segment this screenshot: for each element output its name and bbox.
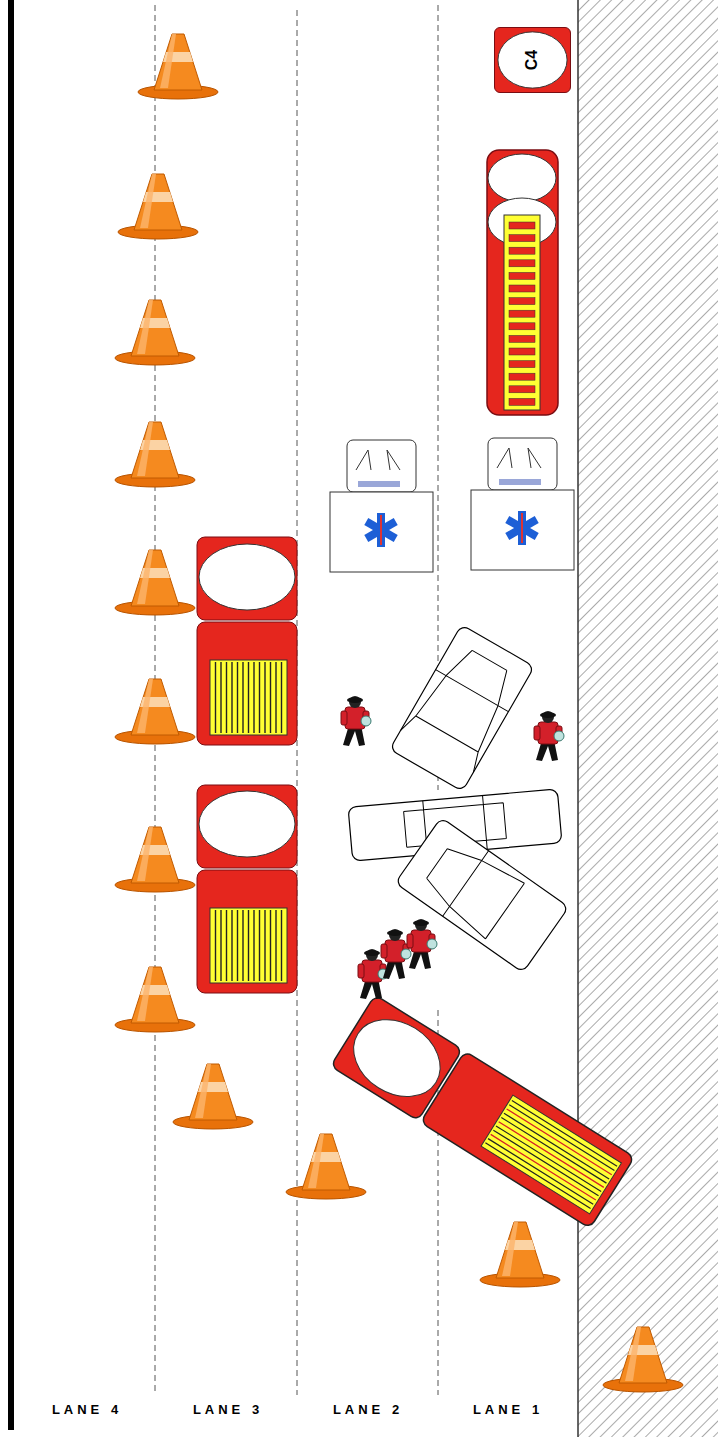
command-vehicle: C4 (494, 27, 571, 93)
firefighter (534, 711, 564, 761)
crashed-car (390, 625, 535, 792)
ladder-truck (487, 150, 558, 415)
lane-label: LANE 3 (193, 1402, 263, 1417)
lane-label: LANE 2 (333, 1402, 403, 1417)
fire-engine (197, 537, 297, 745)
traffic-cone (115, 967, 195, 1032)
traffic-cone (286, 1134, 366, 1199)
fire-engine (197, 785, 297, 993)
firefighter (407, 919, 437, 969)
firefighter (341, 696, 371, 746)
traffic-cone (115, 422, 195, 487)
traffic-cone (115, 827, 195, 892)
traffic-cone (603, 1327, 683, 1392)
traffic-cone (115, 679, 195, 744)
shoulder-hatching (578, 0, 718, 1437)
traffic-cone (118, 174, 198, 239)
ambulance (471, 438, 574, 570)
traffic-cone (115, 300, 195, 365)
lane-label: LANE 4 (52, 1402, 122, 1417)
fire-engine (331, 995, 635, 1228)
traffic-cone (115, 550, 195, 615)
ambulance (330, 440, 433, 572)
unit-id: C4 (523, 50, 541, 70)
lane-label: LANE 1 (473, 1402, 543, 1417)
traffic-cone (173, 1064, 253, 1129)
traffic-cone (138, 34, 218, 99)
median-line (8, 0, 14, 1430)
traffic-cone (480, 1222, 560, 1287)
crashed-car (395, 817, 569, 972)
